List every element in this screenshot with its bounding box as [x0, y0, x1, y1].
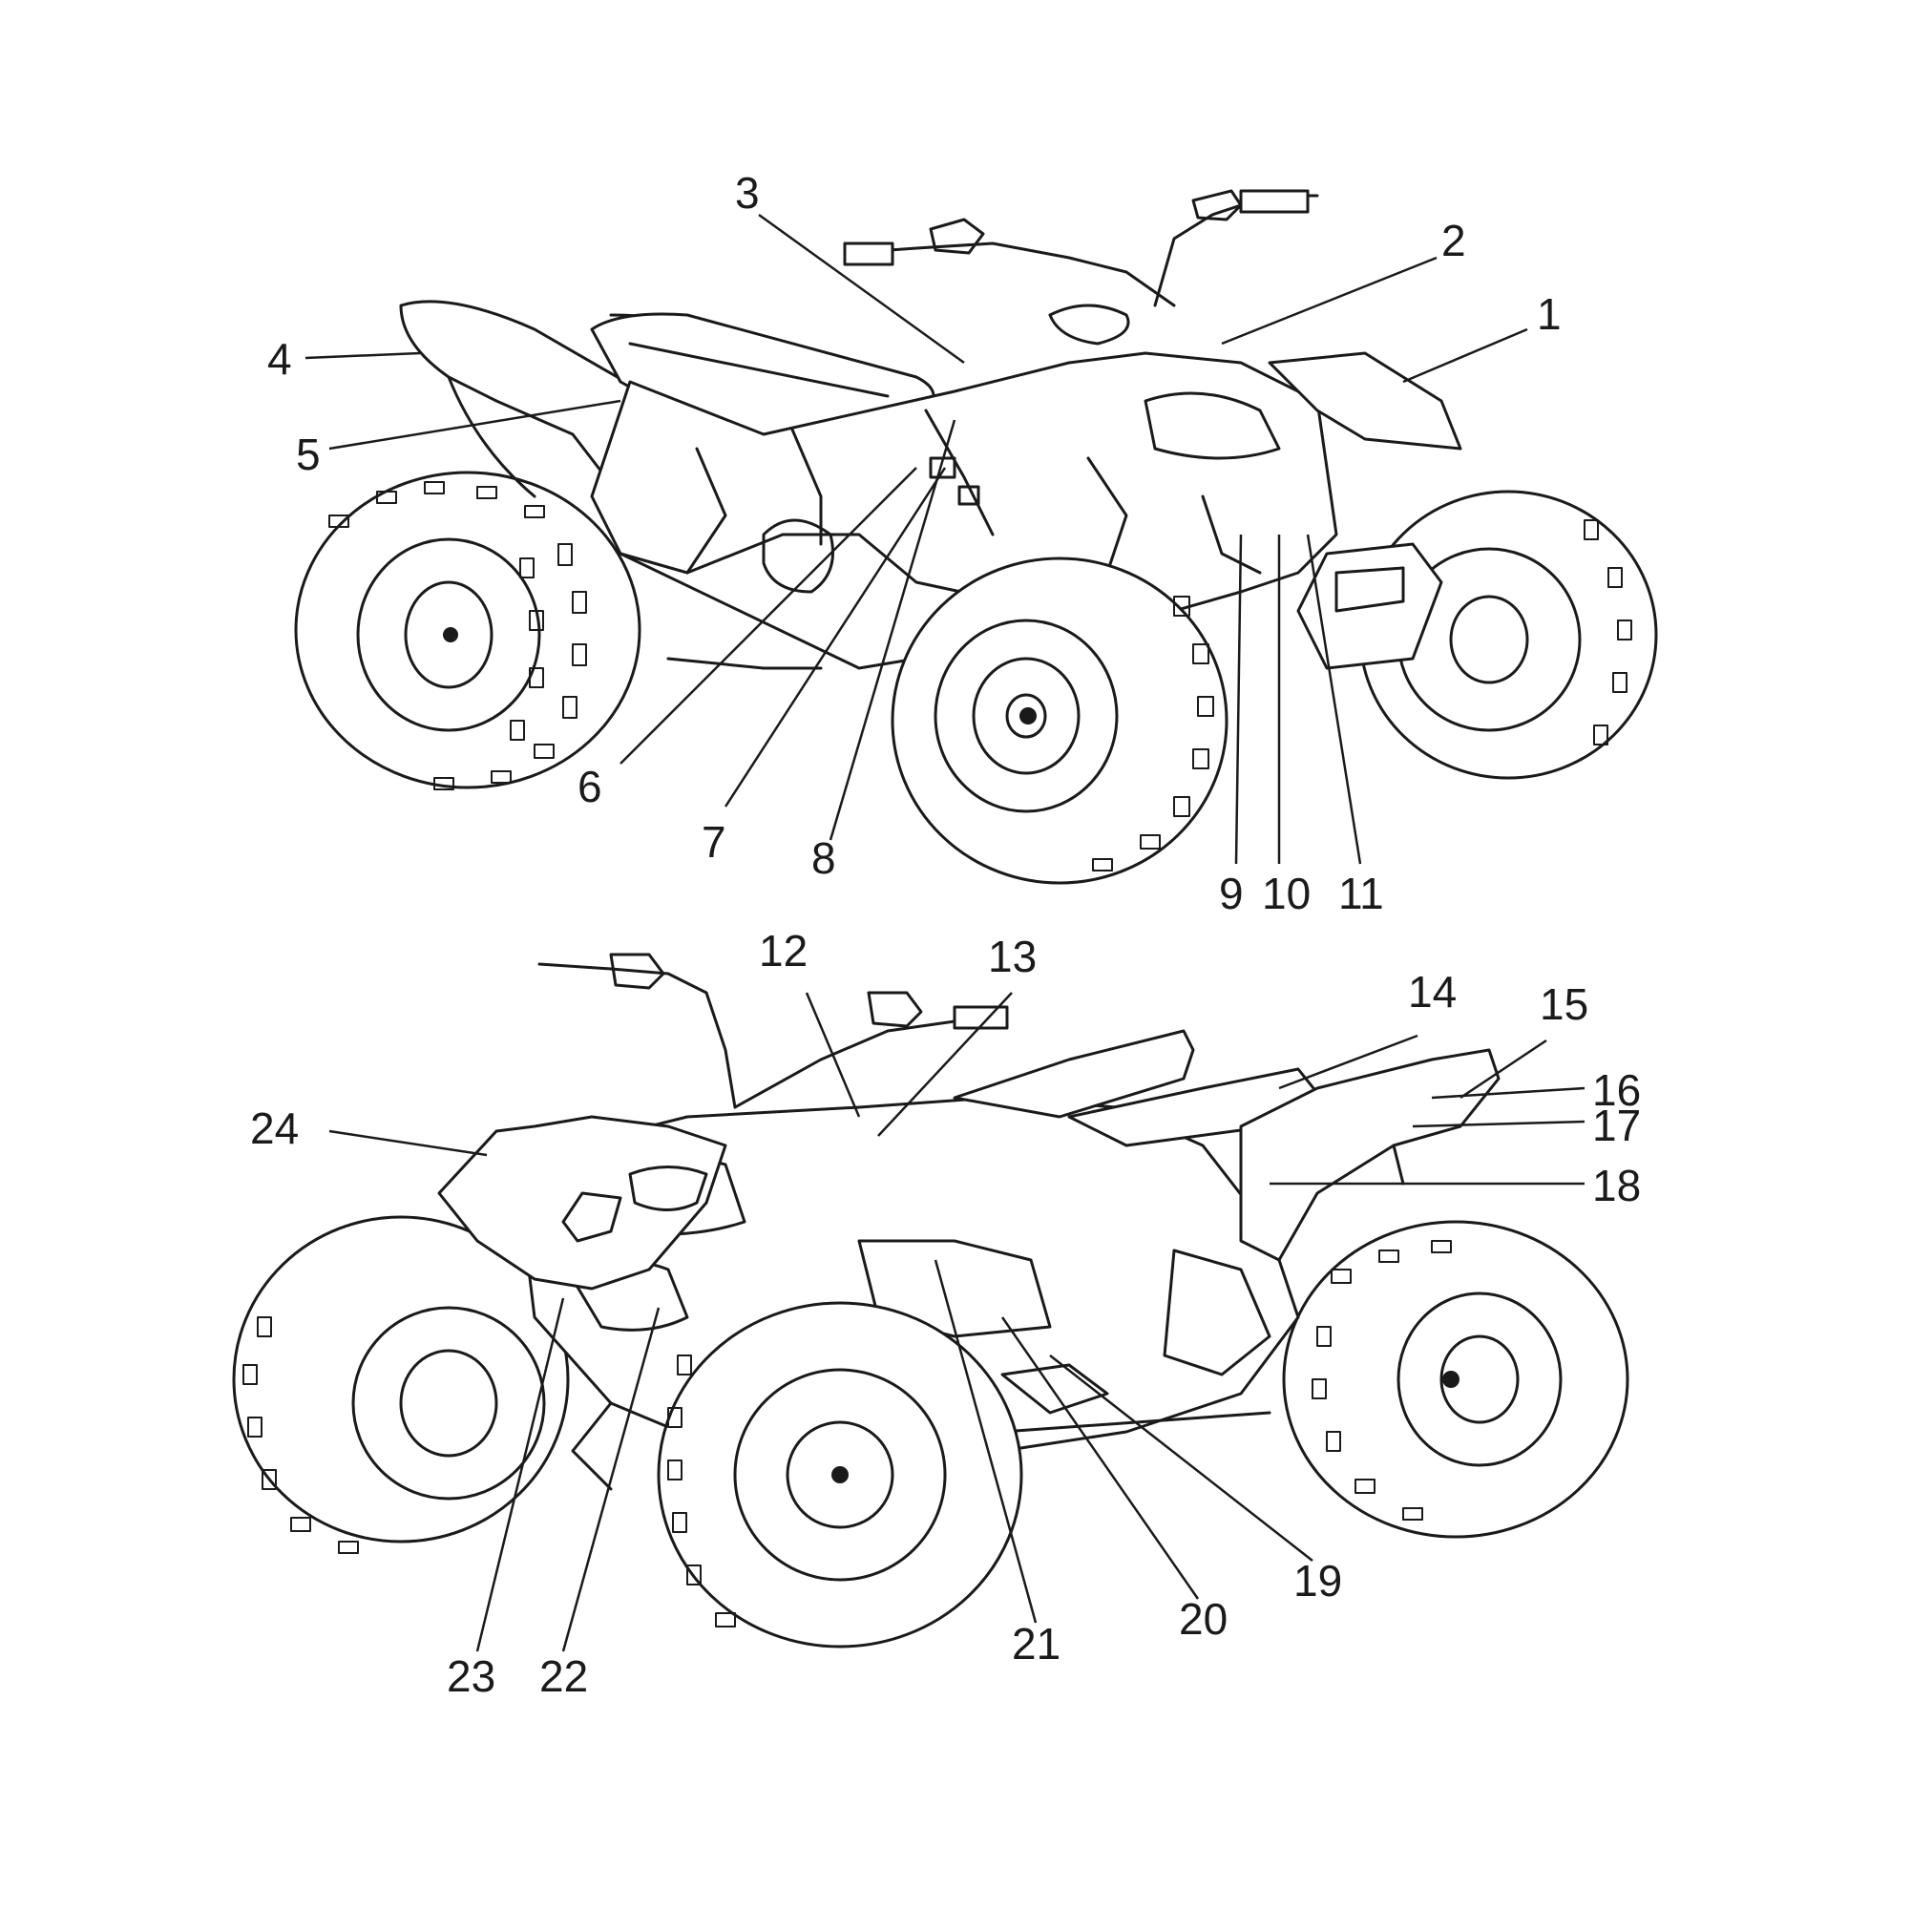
leader-line-2 [1221, 256, 1438, 346]
callout-23: 23 [447, 1651, 495, 1701]
callout-24: 24 [250, 1103, 299, 1153]
callout-2: 2 [1441, 216, 1466, 265]
callout-19: 19 [1293, 1556, 1342, 1606]
leader-line-19 [1049, 1354, 1313, 1562]
callout-1: 1 [1537, 289, 1562, 339]
leader-line-21 [934, 1259, 1038, 1624]
leader-line-8 [829, 419, 956, 841]
front-wheel-left-b [232, 1215, 570, 1554]
callout-18: 18 [1592, 1161, 1641, 1210]
callout-14: 14 [1408, 967, 1457, 1017]
callout-5: 5 [296, 430, 321, 479]
rear-fender-b [1239, 1048, 1501, 1262]
callout-7: 7 [702, 817, 726, 867]
callout-21: 21 [1012, 1619, 1060, 1669]
leader-line-15 [1460, 1039, 1547, 1100]
leader-line-4 [304, 351, 421, 360]
callout-20: 20 [1179, 1594, 1228, 1644]
callout-17: 17 [1592, 1101, 1641, 1150]
leader-line-12 [805, 992, 861, 1118]
callout-8: 8 [811, 833, 836, 883]
front-wheel-left [891, 556, 1228, 885]
atv-bottom-view [232, 953, 1629, 1648]
callout-22: 22 [539, 1651, 588, 1701]
callout-labels: 1 2 3 4 5 6 7 8 9 10 11 12 13 14 15 16 1… [250, 168, 1641, 1701]
leader-line-1 [1402, 327, 1528, 384]
leader-line-13 [877, 992, 1013, 1137]
body-frame [590, 351, 1338, 670]
rear-wheel-right-b [1282, 1220, 1629, 1539]
front-fender [1268, 351, 1462, 451]
leader-line-20 [1000, 1316, 1200, 1600]
front-wheel-right [1358, 490, 1658, 780]
callout-13: 13 [988, 932, 1037, 981]
leader-line-23 [475, 1297, 565, 1652]
leader-line-17 [1412, 1120, 1586, 1128]
front-wheel-right-b [657, 1301, 1023, 1648]
handlebars [843, 189, 1319, 346]
callout-15: 15 [1540, 979, 1588, 1029]
leader-line-14 [1278, 1034, 1418, 1090]
front-bumper [1296, 542, 1443, 670]
leader-line-7 [724, 467, 947, 808]
callout-16: 16 [1592, 1065, 1641, 1115]
leader-line-22 [561, 1307, 661, 1652]
leader-line-9 [1234, 534, 1243, 865]
rear-wheel-left [294, 471, 641, 790]
callout-10: 10 [1262, 869, 1311, 918]
callout-6: 6 [578, 762, 602, 811]
leader-line-6 [620, 467, 917, 765]
handlebars-b [537, 953, 1009, 1109]
leader-line-3 [758, 213, 965, 365]
leader-lines [304, 213, 1586, 1652]
callout-4: 4 [267, 334, 292, 384]
callout-11: 11 [1338, 869, 1384, 918]
leader-line-16 [1431, 1086, 1586, 1100]
leader-line-11 [1306, 534, 1362, 865]
leader-line-5 [328, 399, 621, 451]
callout-9: 9 [1219, 869, 1244, 918]
front-fender-b [437, 1115, 727, 1291]
callout-3: 3 [735, 168, 760, 218]
atv-top-view [294, 189, 1658, 885]
leader-line-24 [328, 1129, 488, 1157]
callout-12: 12 [759, 926, 808, 976]
